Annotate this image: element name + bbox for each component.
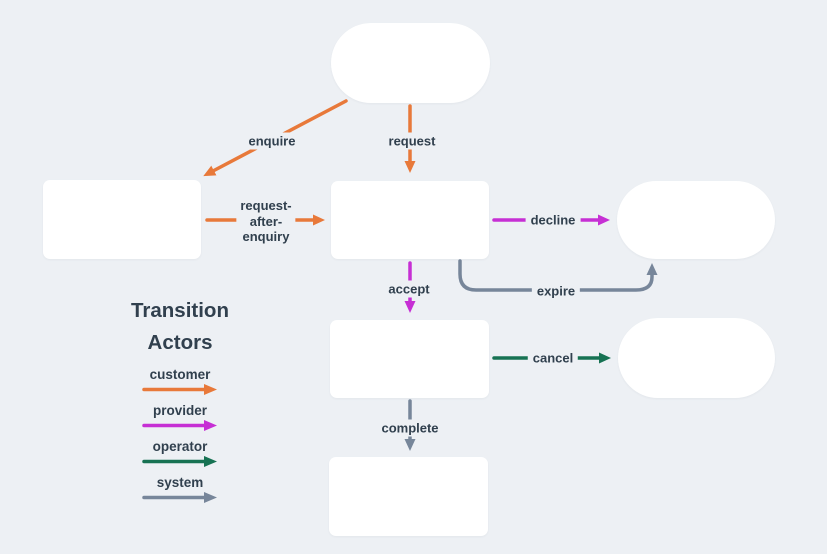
state-node-rect-bottom bbox=[329, 457, 488, 536]
legend-label-customer: customer bbox=[149, 367, 211, 382]
operator-arrow-icon bbox=[142, 456, 217, 467]
legend-label-provider: provider bbox=[152, 403, 207, 418]
legend-item-provider: provider bbox=[142, 402, 218, 431]
provider-arrow-icon bbox=[142, 420, 217, 431]
transition-label-decline: decline bbox=[525, 211, 581, 229]
customer-arrow-icon bbox=[142, 384, 217, 395]
transition-label-complete: complete bbox=[376, 419, 444, 437]
state-node-rect-center bbox=[331, 181, 489, 259]
transition-label-line: after- bbox=[249, 213, 283, 229]
transition-label-cancel: cancel bbox=[527, 349, 579, 367]
transition-label-accept: accept bbox=[383, 280, 435, 298]
legend: Transition Actors customer provider oper… bbox=[102, 295, 258, 503]
legend-label-operator: operator bbox=[152, 439, 208, 454]
transition-label-request: request bbox=[383, 132, 441, 150]
state-node-rect-left bbox=[43, 180, 201, 259]
legend-title-line: Actors bbox=[147, 331, 213, 354]
state-node-stadium-right-upper bbox=[617, 181, 775, 259]
state-node-stadium-top bbox=[331, 23, 490, 103]
transition-label-expire: expire bbox=[531, 282, 581, 300]
legend-item-system: system bbox=[142, 474, 218, 503]
state-node-rect-center-lower bbox=[330, 320, 489, 398]
transition-label-request-after-enquiry: request- after- enquiry bbox=[236, 196, 296, 246]
legend-label-system: system bbox=[156, 475, 204, 490]
legend-title: Transition Actors bbox=[131, 295, 229, 359]
legend-item-customer: customer bbox=[142, 366, 218, 395]
legend-item-operator: operator bbox=[142, 438, 218, 467]
transition-label-line: enquiry bbox=[242, 228, 290, 244]
state-node-stadium-right-lower bbox=[618, 318, 775, 398]
legend-title-line: Transition bbox=[131, 299, 229, 322]
transition-label-line: request- bbox=[240, 197, 292, 213]
transition-label-enquire: enquire bbox=[243, 132, 301, 150]
system-arrow-icon bbox=[142, 492, 217, 503]
